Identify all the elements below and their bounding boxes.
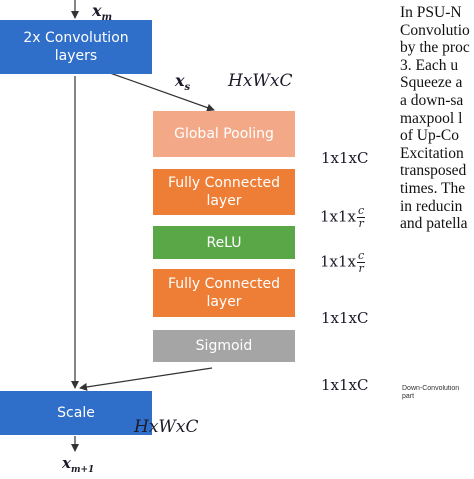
paper-line: In PSU-N [400,4,462,21]
paper-line: and patella [400,215,468,233]
fully-connected-box-2: Fully Connected layer [153,269,295,317]
label-x-s: xs [175,71,191,94]
paper-line: Convolutio [400,21,470,39]
arrow-from-sigmoid [79,367,213,391]
paper-line: a down-sa [400,91,464,109]
global-pooling-box: Global Pooling [153,111,295,157]
paper-line: maxpool l [400,109,463,127]
arrow-to-pooling [109,72,215,112]
paper-line: Excitation [400,144,464,162]
dim-1x1xC-sigmoid: 1x1xC [321,376,369,394]
fully-connected-box-1: Fully Connected layer [153,169,295,215]
paper-line: of Up-Co [400,127,459,145]
scale-box: Scale [0,391,152,435]
convolution-layers-box: 2x Convolution layers [0,20,152,74]
paper-line: transposed [400,162,467,180]
paper-line: by the proc [400,39,470,57]
label-x-m: xm [92,1,113,24]
paper-line: 3. Each u [400,56,459,74]
paper-line: Squeeze a [400,74,463,92]
label-x-m-plus-1: xm+1 [62,454,95,475]
relu-box: ReLU [153,226,295,259]
sigmoid-box: Sigmoid [153,330,295,362]
paper-line: in reducin [400,197,463,215]
dim-1x1xC-pooling: 1x1xC [321,149,369,167]
label-hwc-bottom: HxWxC [134,417,199,437]
paper-line: times. The [400,179,466,197]
dim-1x1xC-fc2: 1x1xC [321,309,369,327]
figure-caption: Down-Convolution part [402,385,460,400]
label-hwc-top: HxWxC [228,71,293,91]
